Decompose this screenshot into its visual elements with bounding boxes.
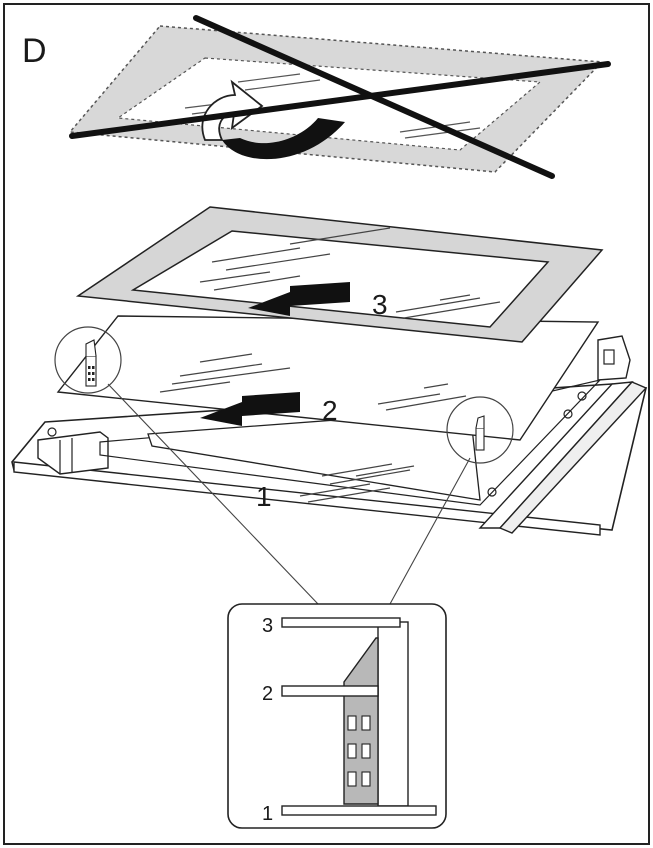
wrong-orientation-illustration bbox=[68, 15, 611, 179]
glass-label-3: 3 bbox=[372, 289, 388, 320]
detail-label-3: 3 bbox=[262, 615, 273, 637]
leader-line-left bbox=[107, 383, 319, 605]
insert-arrow-2 bbox=[200, 392, 300, 426]
glass-pane-3 bbox=[75, 206, 604, 343]
glass-label-1: 1 bbox=[256, 481, 272, 512]
detail-circle-left bbox=[54, 326, 122, 394]
detail-inset bbox=[227, 603, 447, 829]
panel-letter: D bbox=[22, 32, 47, 70]
insert-arrow-3 bbox=[248, 282, 350, 316]
glass-label-2: 2 bbox=[322, 395, 338, 426]
detail-label-2: 2 bbox=[262, 683, 273, 705]
detail-circle-right bbox=[446, 396, 514, 464]
detail-label-1: 1 bbox=[262, 803, 273, 825]
leader-line-right bbox=[389, 457, 471, 605]
